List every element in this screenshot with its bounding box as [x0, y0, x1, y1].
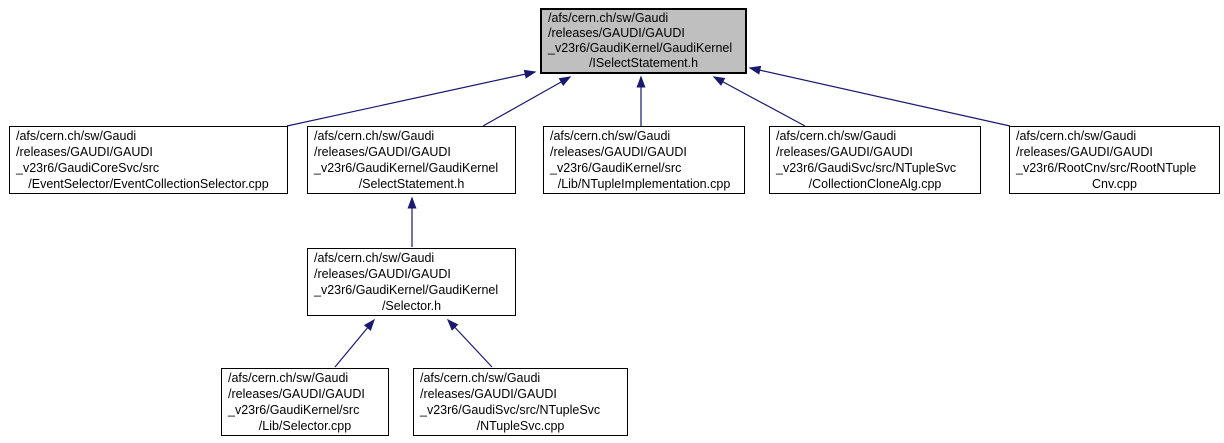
- edge-eventcollectionselector-to-iselectstatement: [286, 69, 537, 127]
- node-collectionclonealg-cpp[interactable]: /afs/cern.ch/sw/Gaudi /releases/GAUDI/GA…: [769, 126, 981, 194]
- node-label-line: /releases/GAUDI/GAUDI: [420, 387, 557, 401]
- node-label-line: _v23r6/RootCnv/src/RootNTuple: [1016, 161, 1197, 175]
- node-label-line: /afs/cern.ch/sw/Gaudi: [314, 251, 435, 265]
- node-label-line: /afs/cern.ch/sw/Gaudi: [314, 129, 435, 143]
- node-selector-h[interactable]: /afs/cern.ch/sw/Gaudi /releases/GAUDI/GA…: [307, 248, 516, 316]
- edge-selectorcpp-to-selector: [334, 318, 375, 368]
- node-label-line: /Selector.h: [381, 299, 442, 313]
- node-ntupleimplementation-cpp[interactable]: /afs/cern.ch/sw/Gaudi /releases/GAUDI/GA…: [543, 126, 745, 194]
- node-label-line: _v23r6/GaudiKernel/GaudiKernel: [548, 41, 733, 55]
- edge-rootntuplecnv-to-iselectstatement: [748, 65, 1011, 127]
- node-label-line: /afs/cern.ch/sw/Gaudi: [420, 371, 541, 385]
- node-label-line: /EventSelector/EventCollectionSelector.c…: [28, 177, 269, 191]
- node-eventcollectionselector-cpp[interactable]: /afs/cern.ch/sw/Gaudi /releases/GAUDI/GA…: [9, 126, 288, 194]
- node-label-line: /NTupleSvc.cpp: [476, 419, 565, 433]
- node-selectstatement-h[interactable]: /afs/cern.ch/sw/Gaudi /releases/GAUDI/GA…: [307, 126, 516, 194]
- node-label-line: /afs/cern.ch/sw/Gaudi: [548, 11, 669, 25]
- node-label-line: /releases/GAUDI/GAUDI: [314, 267, 451, 281]
- node-label-line: /afs/cern.ch/sw/Gaudi: [776, 129, 897, 143]
- node-label-line: /Lib/Selector.cpp: [258, 419, 352, 433]
- node-label-line: /releases/GAUDI/GAUDI: [16, 145, 153, 159]
- node-label-line: _v23r6/GaudiKernel/GaudiKernel: [314, 161, 499, 175]
- node-label-line: _v23r6/GaudiKernel/src: [550, 161, 682, 175]
- node-label-line: _v23r6/GaudiCoreSvc/src: [16, 161, 160, 175]
- node-label-line: _v23r6/GaudiKernel/GaudiKernel: [314, 283, 499, 297]
- node-label-line: /releases/GAUDI/GAUDI: [1016, 145, 1153, 159]
- node-label-line: /CollectionCloneAlg.cpp: [808, 177, 942, 191]
- edge-collectionclonealg-to-iselectstatement: [712, 76, 806, 127]
- edge-selectstatement-to-iselectstatement: [482, 76, 572, 127]
- node-label-line: /afs/cern.ch/sw/Gaudi: [16, 129, 137, 143]
- node-label-line: /releases/GAUDI/GAUDI: [228, 387, 365, 401]
- node-label-line: /releases/GAUDI/GAUDI: [776, 145, 913, 159]
- node-label-line: /ISelectStatement.h: [588, 56, 699, 70]
- node-label-line: Cnv.cpp: [1092, 177, 1137, 191]
- node-label-line: /releases/GAUDI/GAUDI: [550, 145, 687, 159]
- node-label-line: /Lib/NTupleImplementation.cpp: [557, 177, 731, 191]
- node-label-line: _v23r6/GaudiSvc/src/NTupleSvc: [420, 403, 601, 417]
- node-ntuplesvc-cpp[interactable]: /afs/cern.ch/sw/Gaudi /releases/GAUDI/GA…: [413, 368, 628, 436]
- edge-ntuplesvc-to-selector: [446, 318, 493, 368]
- node-label-line: /afs/cern.ch/sw/Gaudi: [1016, 129, 1137, 143]
- node-rootntuplecnv-cpp[interactable]: /afs/cern.ch/sw/Gaudi /releases/GAUDI/GA…: [1009, 126, 1220, 194]
- node-iselectstatement-h[interactable]: /afs/cern.ch/sw/Gaudi /releases/GAUDI/GA…: [540, 8, 747, 74]
- node-label-line: /afs/cern.ch/sw/Gaudi: [550, 129, 671, 143]
- node-label-line: /SelectStatement.h: [358, 177, 465, 191]
- node-label-line: /afs/cern.ch/sw/Gaudi: [228, 371, 349, 385]
- node-label-line: _v23r6/GaudiKernel/src: [228, 403, 360, 417]
- node-label-line: /releases/GAUDI/GAUDI: [314, 145, 451, 159]
- node-label-line: _v23r6/GaudiSvc/src/NTupleSvc: [776, 161, 957, 175]
- node-label-line: /releases/GAUDI/GAUDI: [548, 26, 685, 40]
- node-selector-cpp[interactable]: /afs/cern.ch/sw/Gaudi /releases/GAUDI/GA…: [221, 368, 389, 436]
